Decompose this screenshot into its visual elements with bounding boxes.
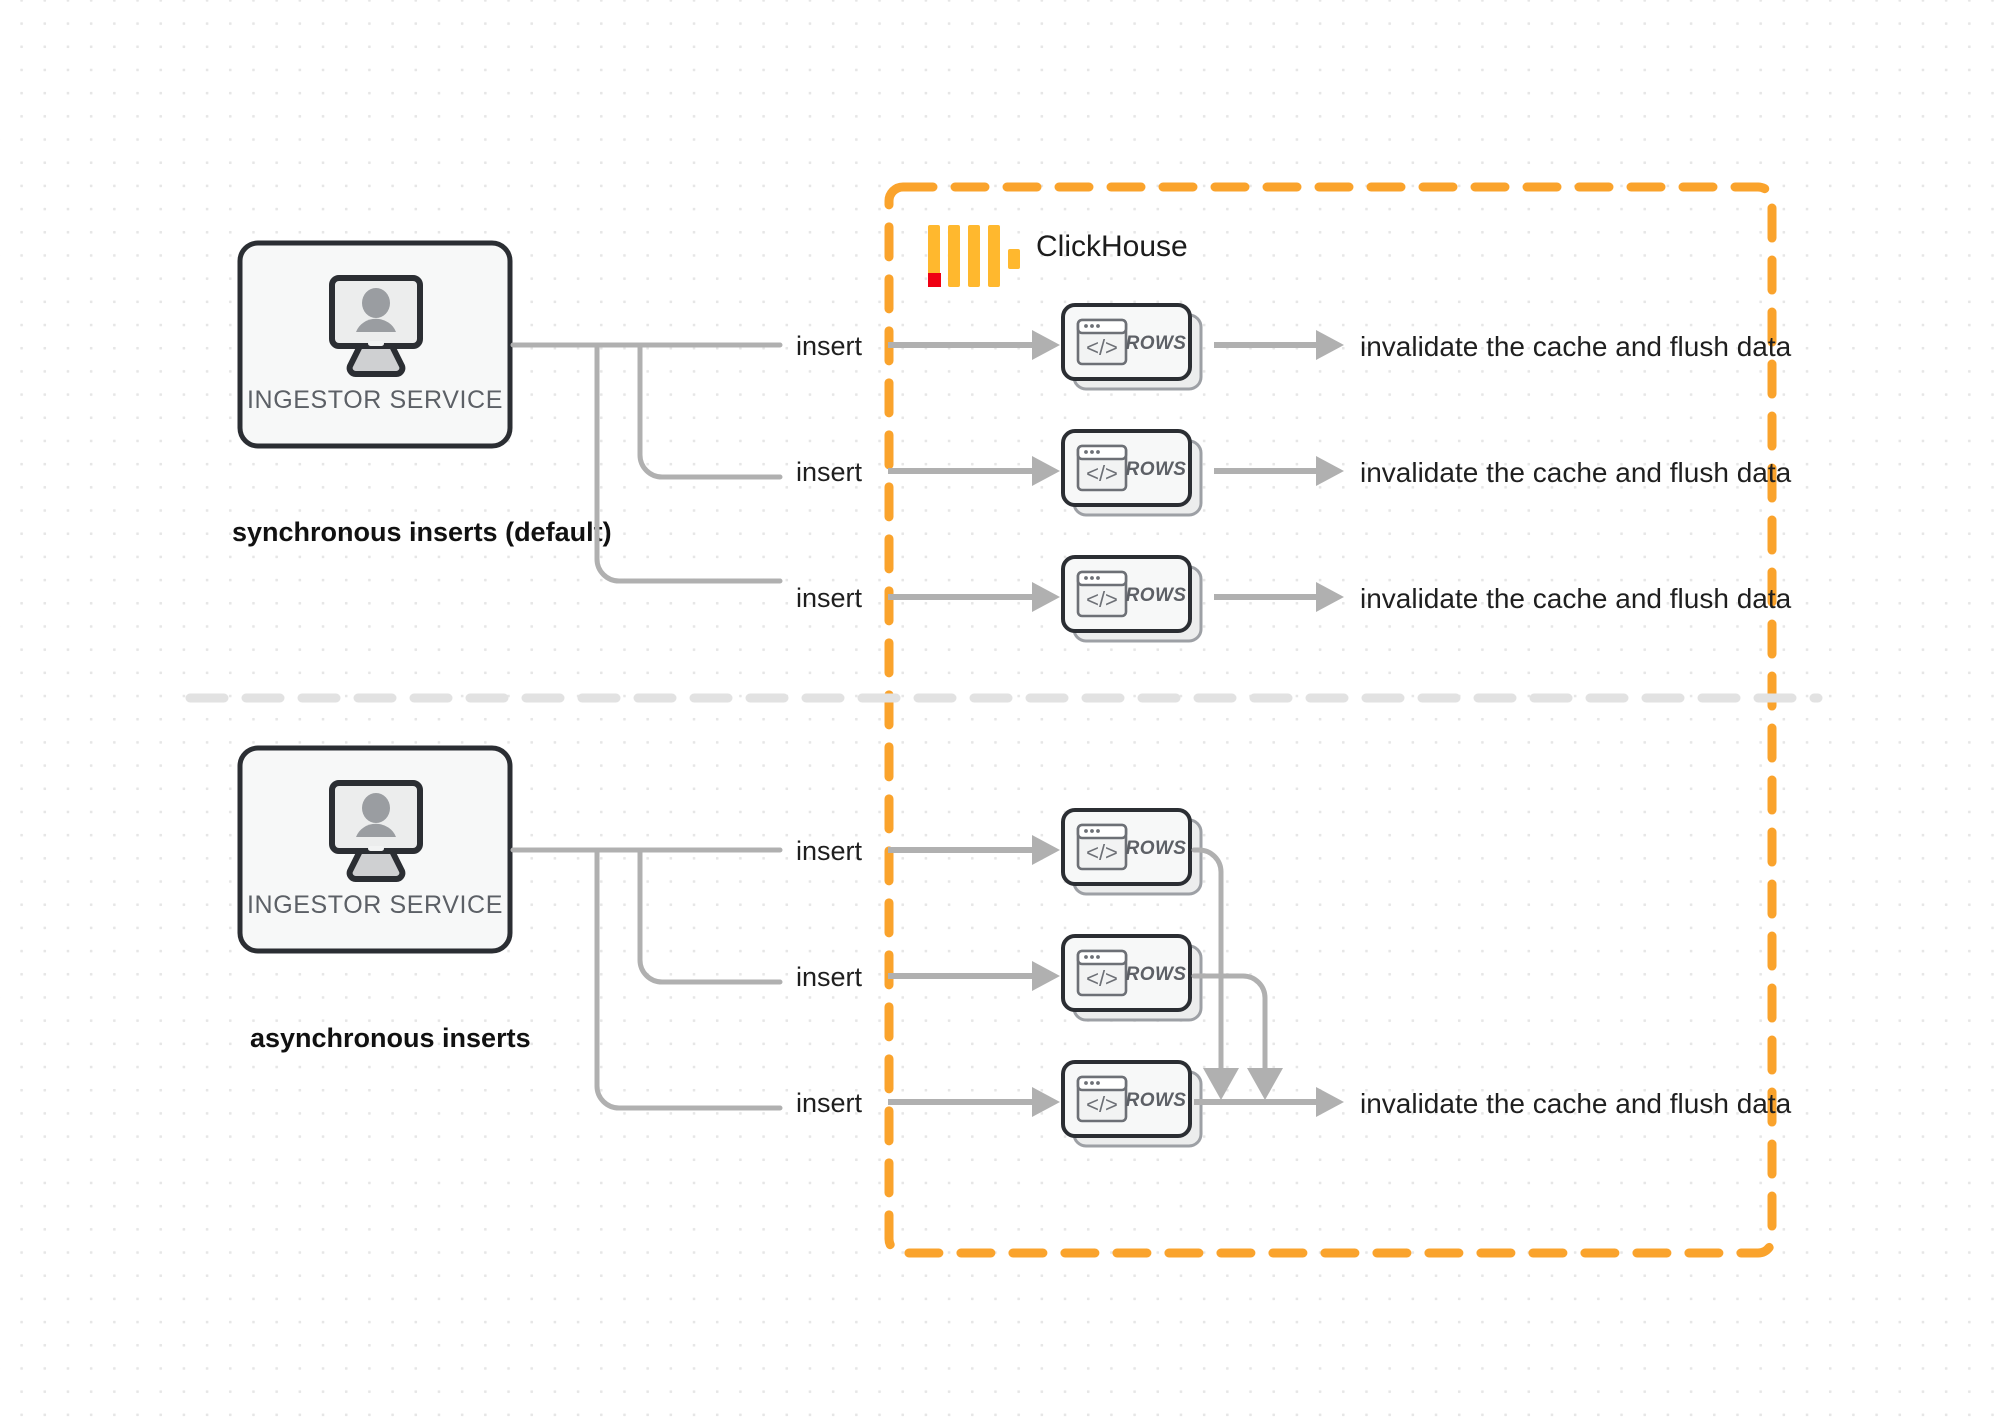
code-glyph: </> [1086, 587, 1118, 612]
sync-insert-label-2: insert [796, 457, 863, 487]
async-rows-label-2: ROWS [1126, 964, 1187, 985]
sync-rows-label-3: ROWS [1126, 585, 1187, 606]
sync-insert-label-3: insert [796, 583, 863, 613]
sync-row-2: insert </> ROWS invalidate the cache and… [796, 429, 1792, 517]
sync-branch-lines [510, 342, 783, 584]
async-insert-label-2: insert [796, 962, 863, 992]
async-section-caption: asynchronous inserts [250, 1023, 531, 1053]
code-glyph: </> [1086, 335, 1118, 360]
async-rows-card-2[interactable]: </> ROWS [1061, 934, 1203, 1022]
code-window-icon: </> [1076, 444, 1128, 492]
sync-insert-label-1: insert [796, 331, 863, 361]
sync-rows-label-1: ROWS [1126, 333, 1187, 354]
async-row-3: insert </> ROWS [796, 1060, 1203, 1148]
sync-result-label-1: invalidate the cache and flush data [1360, 331, 1792, 362]
code-glyph: </> [1086, 461, 1118, 486]
async-rows-label-3: ROWS [1126, 1090, 1187, 1111]
sync-result-label-3: invalidate the cache and flush data [1360, 583, 1792, 614]
sync-rows-card-2[interactable]: </> ROWS [1061, 429, 1203, 517]
sync-rows-card-3[interactable]: </> ROWS [1061, 555, 1203, 643]
async-rows-label-1: ROWS [1126, 838, 1187, 859]
code-glyph: </> [1086, 966, 1118, 991]
sync-row-1: insert </> ROWS invalidate the cache [796, 303, 1792, 391]
async-row-2: insert </> ROWS [796, 934, 1203, 1022]
async-insert-label-3: insert [796, 1088, 863, 1118]
async-branch-lines [510, 847, 783, 1111]
sync-row-3: insert </> ROWS invalidate the cache and… [796, 555, 1792, 643]
sync-section-caption: synchronous inserts (default) [232, 517, 612, 547]
monitor-user-icon [329, 780, 423, 882]
sync-result-label-2: invalidate the cache and flush data [1360, 457, 1792, 488]
code-glyph: </> [1086, 1092, 1118, 1117]
sync-rows-label-2: ROWS [1126, 459, 1187, 480]
async-merged-result-label: invalidate the cache and flush data [1360, 1088, 1792, 1119]
code-window-icon: </> [1076, 1075, 1128, 1123]
clickhouse-boundary [884, 182, 1777, 1258]
sync-ingestor-service[interactable]: INGESTOR SERVICE [237, 240, 513, 449]
async-insert-label-1: insert [796, 836, 863, 866]
sync-service-label: INGESTOR SERVICE [247, 386, 503, 414]
code-glyph: </> [1086, 840, 1118, 865]
code-window-icon: </> [1076, 823, 1128, 871]
clickhouse-label: ClickHouse [1036, 230, 1188, 263]
async-rows-card-3[interactable]: </> ROWS [1061, 1060, 1203, 1148]
async-rows-card-1[interactable]: </> ROWS [1061, 808, 1203, 896]
clickhouse-logo [928, 225, 1020, 287]
async-merge-lines [1191, 847, 1344, 1117]
code-window-icon: </> [1076, 318, 1128, 366]
async-service-label: INGESTOR SERVICE [247, 891, 503, 919]
code-window-icon: </> [1076, 570, 1128, 618]
code-window-icon: </> [1076, 949, 1128, 997]
monitor-user-icon [329, 275, 423, 377]
sync-rows-card-1[interactable]: </> ROWS [1061, 303, 1203, 391]
async-ingestor-service[interactable]: INGESTOR SERVICE [237, 745, 513, 954]
async-row-1: insert </> ROWS [796, 808, 1203, 896]
